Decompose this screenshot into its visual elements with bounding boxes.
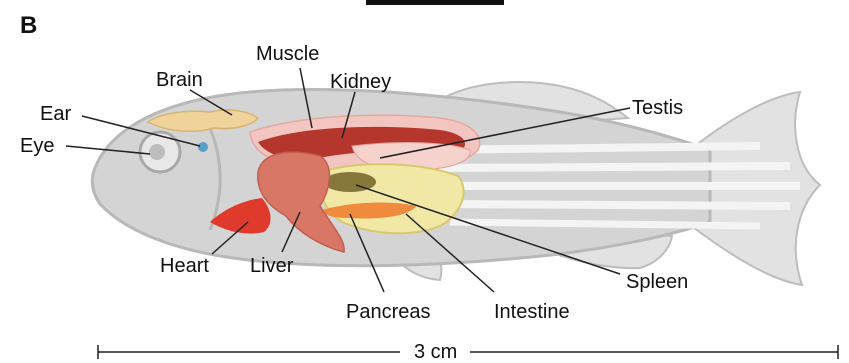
label-muscle: Muscle: [256, 44, 319, 64]
label-intestine: Intestine: [494, 302, 570, 322]
body-stripe: [430, 166, 790, 168]
ear-organ: [198, 142, 208, 152]
label-heart: Heart: [160, 256, 209, 276]
label-kidney: Kidney: [330, 72, 391, 92]
label-spleen: Spleen: [626, 272, 688, 292]
label-pancreas: Pancreas: [346, 302, 431, 322]
label-ear: Ear: [40, 104, 71, 124]
scale-bar-label: 3 cm: [410, 342, 461, 362]
label-eye: Eye: [20, 136, 54, 156]
body-stripe: [450, 222, 760, 226]
eye-inner: [149, 144, 165, 160]
label-testis: Testis: [632, 98, 683, 118]
label-brain: Brain: [156, 70, 203, 90]
body-stripe: [440, 204, 790, 206]
label-liver: Liver: [250, 256, 293, 276]
